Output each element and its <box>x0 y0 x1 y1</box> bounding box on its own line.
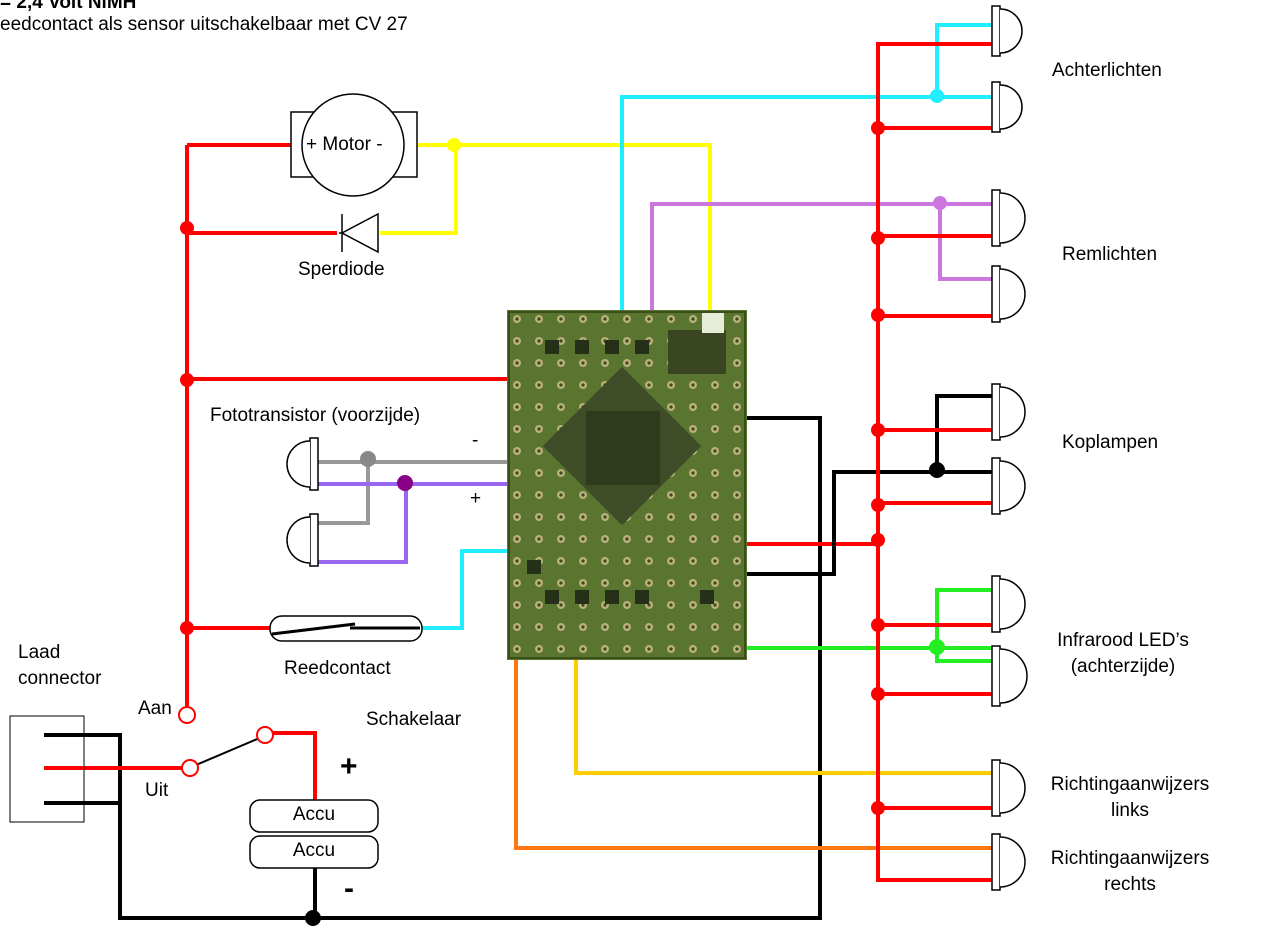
wire-headlamps <box>747 470 994 576</box>
wire-brake-lights <box>650 202 994 310</box>
wire-infrared-upper <box>935 588 994 648</box>
wire-brake-lights-lower <box>938 204 994 281</box>
turn-right-label-1: Richtingaanwijzers <box>1050 848 1210 869</box>
motor-circuit <box>185 143 712 706</box>
led-brake-1 <box>991 189 1026 247</box>
switch-on-label: Aan <box>138 698 172 719</box>
led-phototransistor-2 <box>286 513 319 567</box>
battery-plus-label: + <box>340 750 358 783</box>
motor-label: + Motor - <box>306 134 383 155</box>
junction-dot-rear <box>930 89 944 103</box>
led-rear-1 <box>991 5 1023 57</box>
wire-ground <box>42 416 822 920</box>
diode-symbol <box>339 212 379 254</box>
junction-dot-brake <box>933 196 947 210</box>
wire-turn-right <box>514 660 994 850</box>
wire-rear-lights <box>620 95 994 310</box>
wire-phototransistor-minus-2 <box>318 462 370 525</box>
infrared-label-1: Infrarood LED’s <box>1057 630 1189 651</box>
wire-turn-left <box>574 660 994 775</box>
junction-dot-ground <box>305 910 321 926</box>
reedcontact-symbol <box>269 615 423 642</box>
battery-minus-label: - <box>344 872 354 905</box>
phototransistor-label: Fototransistor (voorzijde) <box>210 405 421 426</box>
junction-dot-infrared <box>929 639 945 655</box>
switch-contact-common <box>181 759 199 777</box>
decoder-pcb <box>507 310 747 660</box>
rear-lights-label: Achterlichten <box>1052 60 1162 81</box>
headlamps-label: Koplampen <box>1062 432 1159 453</box>
wire-rear-lights-upper <box>935 23 994 97</box>
wire-diode-negative <box>380 145 458 235</box>
junction-dots-right <box>871 121 885 815</box>
turn-right-label-2: rechts <box>1104 874 1156 895</box>
motor-symbol <box>290 93 418 197</box>
led-phototransistor-1 <box>286 437 319 491</box>
turn-left-label-1: Richtingaanwijzers <box>1050 774 1210 795</box>
phototransistor-plus-label: + <box>470 488 482 509</box>
wire-motor-negative <box>418 143 712 316</box>
junction-dot-photo-plus <box>397 475 413 491</box>
switch-off-label: Uit <box>145 780 169 801</box>
wire-headlamps-upper <box>935 394 994 472</box>
led-headlamp-1 <box>991 383 1026 441</box>
junction-dot-motor <box>447 138 461 152</box>
brake-lights-label: Remlichten <box>1062 244 1158 265</box>
led-symbols <box>286 5 1028 891</box>
wire-phototransistor-plus-2 <box>318 484 408 564</box>
charge-connector-symbol <box>9 715 85 823</box>
switch-lever <box>195 736 263 766</box>
diode-label: Sperdiode <box>298 259 385 280</box>
led-infrared-2 <box>991 645 1028 707</box>
battery-cells <box>249 799 379 869</box>
phototransistor-minus-label: - <box>472 430 479 451</box>
junction-dot-photo-minus <box>360 451 376 467</box>
header-title: = 2,4 Volt NiMH <box>0 0 137 13</box>
battery-label-1: Accu <box>292 804 336 825</box>
junction-dots-left <box>180 221 194 635</box>
header-subtitle: eedcontact als sensor uitschakelbaar met… <box>0 14 408 35</box>
infrared-label-2: (achterzijde) <box>1070 656 1176 677</box>
led-infrared-1 <box>991 575 1026 633</box>
wire-battery-positive <box>272 731 317 800</box>
positive-bus-right <box>876 42 994 882</box>
charge-connector-label-1: Laad <box>18 642 61 663</box>
led-turn-left <box>991 759 1026 817</box>
switch-label: Schakelaar <box>366 709 462 730</box>
led-headlamp-2 <box>991 457 1026 515</box>
led-turn-right <box>991 833 1026 891</box>
reedcontact-label: Reedcontact <box>284 658 391 679</box>
switch-contact-out <box>256 726 274 744</box>
battery-label-2: Accu <box>292 840 336 861</box>
junction-dot-headlamps <box>929 462 945 478</box>
led-brake-2 <box>991 265 1026 323</box>
led-rear-2 <box>991 81 1023 133</box>
switch-contact-on <box>178 706 196 724</box>
wire-reed-signal <box>421 549 507 630</box>
turn-left-label-2: links <box>1110 800 1149 821</box>
charge-connector-label-2: connector <box>18 668 102 689</box>
